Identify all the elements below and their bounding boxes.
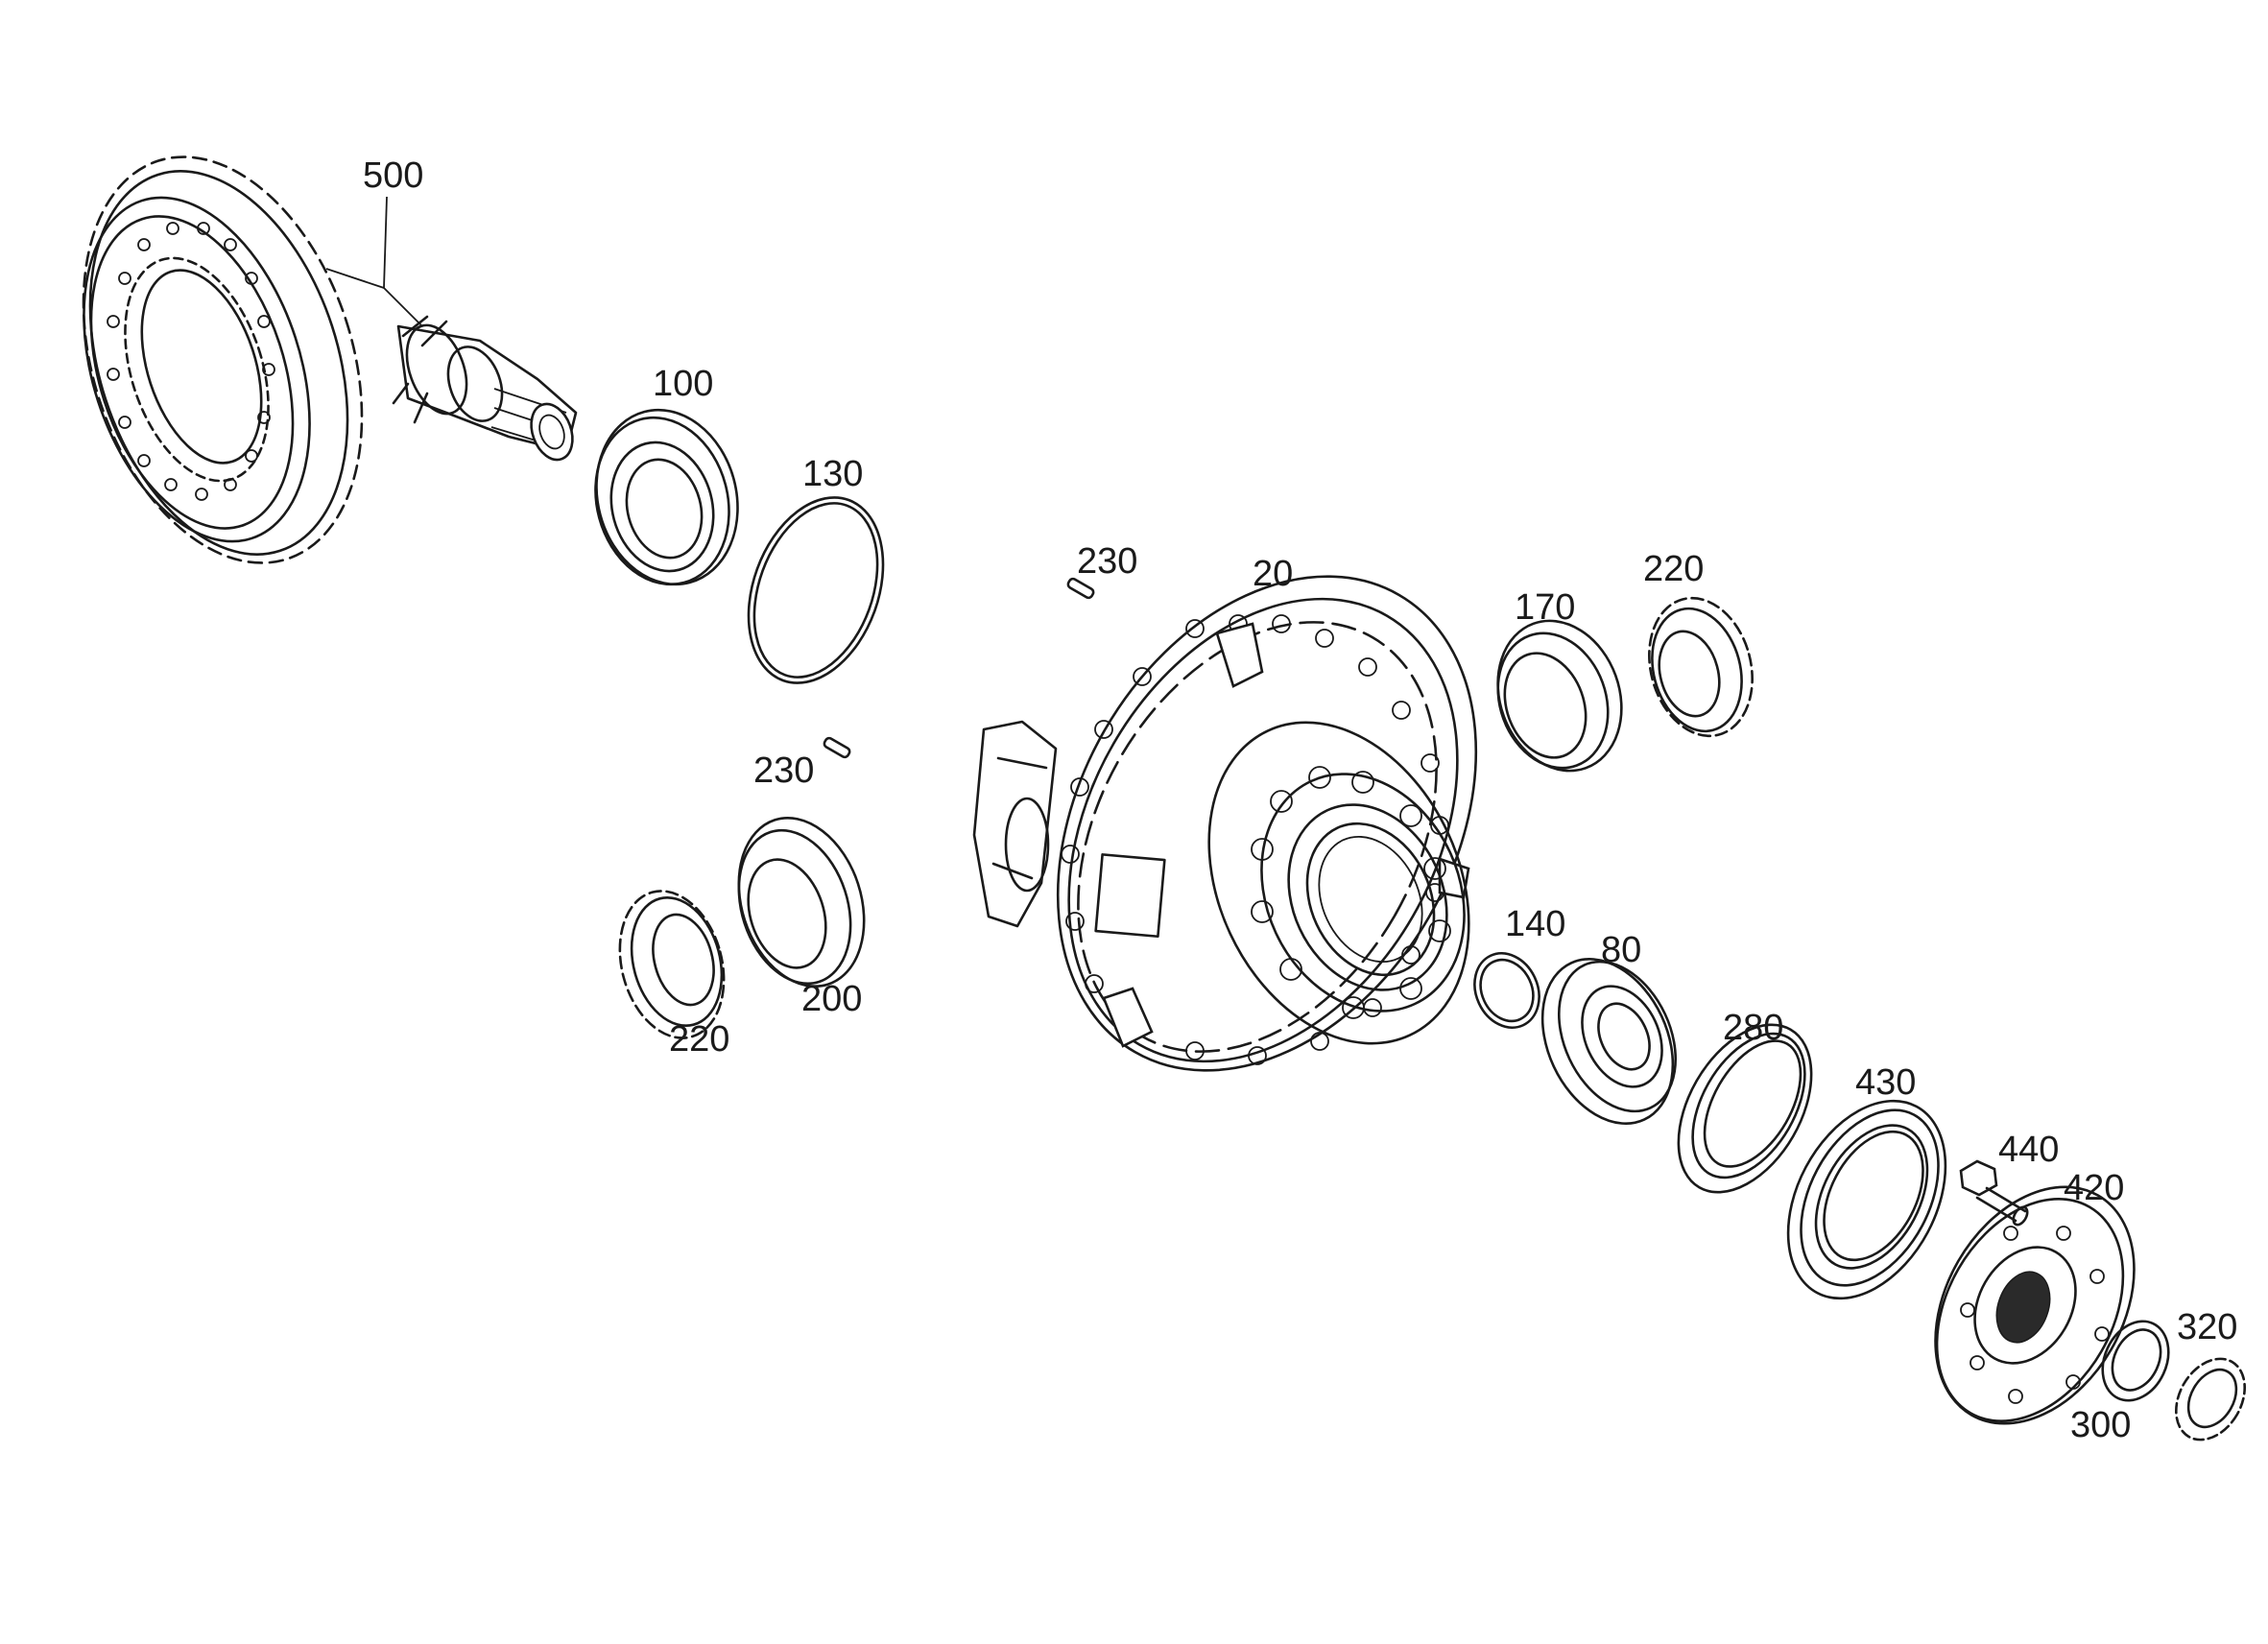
callout-100: 100 (653, 364, 713, 404)
crown-wheel-bolt-holes (107, 222, 275, 501)
callout-300: 300 (2070, 1405, 2131, 1445)
callout-280: 280 (1723, 1008, 1783, 1048)
part-220-slotted-nut-upper (1648, 596, 1754, 738)
callout-440: 440 (1998, 1130, 2059, 1170)
part-230-pin-upper (1066, 577, 1095, 600)
part-280-seal (1677, 1023, 1813, 1194)
callout-220-lower: 220 (669, 1019, 729, 1060)
part-130-ring (747, 496, 885, 684)
flange-bolt-holes (1960, 1226, 2110, 1404)
callout-170: 170 (1515, 587, 1575, 628)
callout-140: 140 (1505, 904, 1565, 944)
callout-430: 430 (1855, 1062, 1916, 1103)
part-100-bearing (594, 408, 739, 586)
callout-labels: 500 100 130 230 20 170 220 230 140 80 20… (363, 155, 2237, 1445)
part-420-flange (1934, 1185, 2136, 1425)
part-500-drive-pinion (392, 315, 578, 462)
part-430-seal-ring (1786, 1099, 1947, 1300)
callout-230-upper: 230 (1077, 541, 1137, 582)
part-230-pin-lower (823, 736, 851, 759)
callout-230-lower: 230 (753, 751, 814, 791)
part-20-housing (972, 575, 1478, 1072)
callout-320: 320 (2177, 1307, 2237, 1347)
hub-bolt-bosses (1251, 766, 1451, 1019)
callout-500: 500 (363, 155, 423, 196)
part-140-washer (1473, 952, 1540, 1029)
part-170-bearing (1496, 619, 1623, 773)
part-500-crown-wheel (82, 155, 364, 564)
callout-80: 80 (1601, 930, 1641, 970)
callout-20: 20 (1253, 554, 1293, 594)
part-80-bearing (1540, 958, 1678, 1125)
part-440-bolt (1959, 1159, 2029, 1227)
callout-200: 200 (801, 979, 862, 1019)
part-320-nut (2175, 1357, 2246, 1441)
leader-lines-500 (325, 196, 423, 327)
callout-420: 420 (2064, 1168, 2124, 1208)
part-220-slotted-nut-lower (618, 890, 726, 1039)
part-200-bearing (737, 816, 866, 989)
part-300-washer (2101, 1320, 2170, 1402)
callout-130: 130 (802, 454, 863, 494)
callout-220-upper: 220 (1643, 549, 1704, 589)
